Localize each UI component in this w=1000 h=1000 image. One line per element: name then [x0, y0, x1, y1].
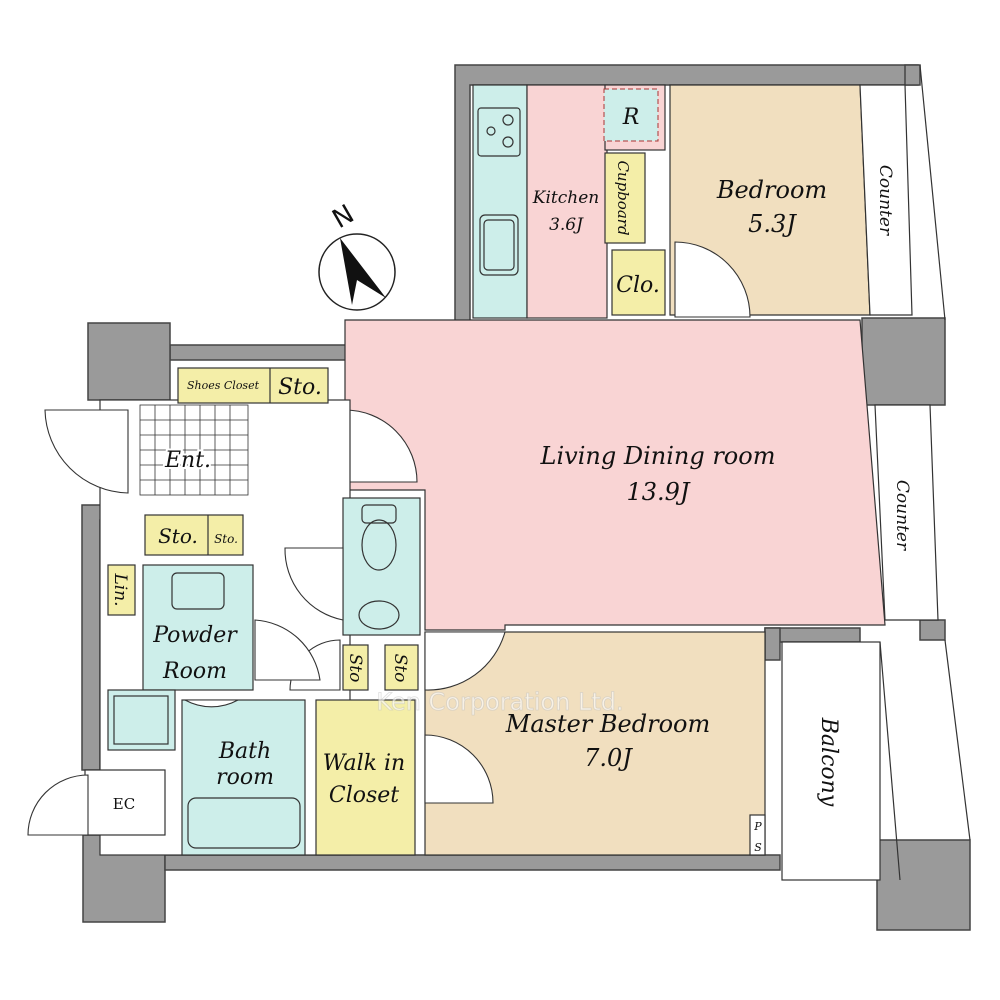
- bath-label-1: Bath: [218, 739, 271, 764]
- bath-door[interactable]: [184, 699, 239, 708]
- sto-c-label: Sto: [345, 654, 365, 683]
- toilet-room: [342, 497, 421, 636]
- bath-label-2: room: [216, 765, 274, 790]
- ps-label-s: S: [754, 841, 762, 854]
- bedroom-size: 5.3J: [748, 210, 797, 238]
- stove-icon: [477, 107, 521, 157]
- powder-label-1: Powder: [152, 623, 238, 648]
- storage-entrance: [144, 514, 244, 556]
- sink-icon: [479, 214, 519, 276]
- counter-mid-label: Counter: [892, 480, 912, 551]
- sto-b-label: Sto.: [214, 532, 238, 546]
- kitchen-label: Kitchen: [532, 188, 599, 208]
- balcony-label: Balcony: [816, 717, 841, 807]
- refrigerator-label: R: [622, 105, 640, 130]
- living-label: Living Dining room: [540, 442, 776, 470]
- shoes-sto-label: Sto.: [278, 375, 322, 400]
- compass-north-label: N: [328, 199, 360, 235]
- cupboard: [604, 152, 646, 244]
- sto-d-label: Sto: [390, 654, 410, 683]
- living-size: 13.9J: [626, 478, 690, 506]
- linen-closet: [107, 564, 136, 616]
- walls: [81, 64, 971, 931]
- closet: [611, 249, 666, 316]
- entrance-label: Ent.: [164, 448, 211, 473]
- ec-box: [84, 769, 166, 836]
- powder-label-2: Room: [162, 659, 227, 684]
- master-size: 7.0J: [584, 744, 633, 772]
- toilet-door[interactable]: [284, 547, 344, 621]
- living-dining-room: [344, 319, 886, 631]
- storage-d: [384, 644, 419, 691]
- powder-door[interactable]: [254, 619, 321, 681]
- bedroom-label: Bedroom: [716, 176, 827, 204]
- pipe-space: [749, 814, 766, 856]
- refrigerator: [603, 88, 659, 142]
- kitchen-size: 3.6J: [549, 215, 584, 235]
- bathroom: [181, 699, 306, 856]
- laundry-pan: [107, 689, 176, 751]
- closet-label: Clo.: [616, 273, 660, 298]
- counter-top-label: Counter: [875, 165, 895, 236]
- cupboard-label: Cupboard: [614, 160, 632, 235]
- shoes-closet-label: Shoes Closet: [187, 379, 260, 392]
- walkin-door[interactable]: [424, 734, 494, 804]
- bedroom-door[interactable]: [674, 241, 751, 318]
- entrance-tiles: [139, 404, 249, 496]
- watermark: Ken Corporation Ltd.: [376, 688, 623, 716]
- walkin-label-1: Walk in: [323, 751, 405, 776]
- kitchen: [526, 84, 608, 319]
- master-label: Master Bedroom: [505, 710, 710, 738]
- master-bedroom-door[interactable]: [424, 631, 506, 691]
- kitchen-counter: [472, 84, 528, 319]
- shoes-closet: [177, 367, 329, 404]
- ec-label: EC: [113, 795, 135, 813]
- ps-label-p: P: [753, 820, 762, 833]
- front-door[interactable]: [44, 409, 129, 494]
- walkin-label-2: Closet: [329, 783, 399, 808]
- storage-c: [342, 644, 369, 691]
- living-door[interactable]: [344, 409, 418, 483]
- toilet-icon: [358, 504, 400, 630]
- ec-door[interactable]: [27, 774, 89, 836]
- walk-in-closet: [315, 699, 416, 856]
- linen-label: Lin.: [110, 572, 130, 606]
- counter-mid: [874, 404, 939, 621]
- north-compass: N: [318, 199, 396, 311]
- sto-a-label: Sto.: [158, 524, 198, 548]
- counter-top: [859, 84, 913, 316]
- balcony[interactable]: [781, 641, 881, 881]
- powder-room: [142, 564, 254, 691]
